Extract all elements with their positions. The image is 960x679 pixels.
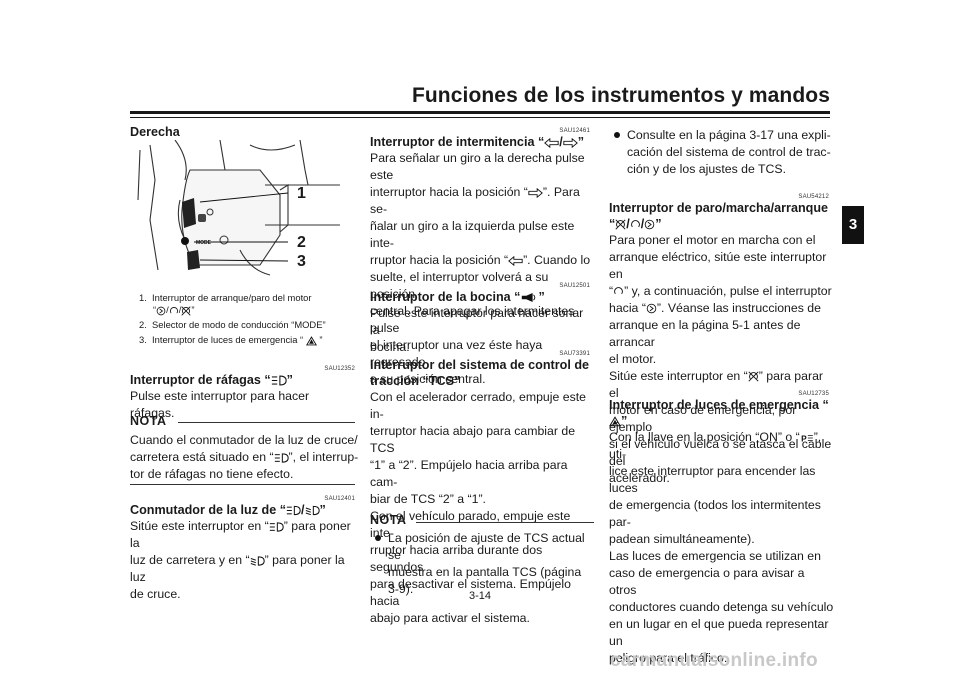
code-sau12352: SAU12352 xyxy=(324,366,355,372)
caption-2: 2. Selector de modo de conducción “MODE” xyxy=(139,319,326,330)
nota-end-rule-left xyxy=(130,484,355,485)
tcs-reference-bullet: Consulte en la página 3-17 una expli- ca… xyxy=(609,127,834,178)
low-beam-icon xyxy=(250,556,265,566)
section-heading-derecha: Derecha xyxy=(130,125,180,139)
section-flash: Interruptor de ráfagas “” Pulse este int… xyxy=(130,372,355,422)
page-header-title: Funciones de los instrumentos y mandos xyxy=(411,84,830,107)
nota-label-left: NOTA xyxy=(130,414,167,428)
code-sau73391: SAU73391 xyxy=(559,351,590,357)
code-sau12735: SAU12735 xyxy=(798,391,829,397)
turn-right-icon xyxy=(563,138,578,148)
section-tcs: Interruptor del sistema de control de tr… xyxy=(370,357,595,627)
mode-text: MODE xyxy=(196,240,212,246)
nota-middle-bullet: La posición de ajuste de TCS actual se m… xyxy=(370,530,598,598)
tcs-title-2: tracción “TCS” xyxy=(370,374,461,388)
nota-rule-middle xyxy=(416,522,594,523)
start-icon xyxy=(646,303,657,314)
code-sau12401: SAU12401 xyxy=(324,496,355,502)
callout-2: 2 xyxy=(297,234,306,251)
hazard-title: Interruptor de luces de emergencia “” xyxy=(609,398,829,428)
section-dimmer: Conmutador de la luz de “/” Sitúe este i… xyxy=(130,502,362,603)
stop-icon xyxy=(748,371,759,382)
high-beam-icon xyxy=(274,453,289,463)
nota-label-middle: NOTA xyxy=(370,513,407,527)
header-rule xyxy=(130,111,830,114)
callout-1: 1 xyxy=(297,185,306,202)
handlebar-drawing: MODE xyxy=(137,139,340,276)
header-rule-thin xyxy=(130,117,830,118)
turn-signal-title: Interruptor de intermitencia “/” xyxy=(370,135,585,149)
code-sau12461: SAU12461 xyxy=(559,128,590,134)
high-beam-icon xyxy=(269,522,284,532)
horn-title: Interruptor de la bocina “” xyxy=(370,290,545,304)
stop-icon xyxy=(181,306,191,316)
turn-left-icon xyxy=(508,256,523,266)
start-icon xyxy=(156,306,166,316)
run-icon xyxy=(169,306,179,316)
run-icon xyxy=(613,286,624,297)
caption-1-icons: “//” xyxy=(153,304,195,316)
hazard-icon xyxy=(306,336,317,346)
section-horn: Interruptor de la bocina “” Pulse este i… xyxy=(370,289,595,356)
stop-run-title-1: Interruptor de paro/marcha/arranque xyxy=(609,201,829,215)
turn-left-icon xyxy=(544,138,559,148)
chapter-tab: 3 xyxy=(842,206,864,244)
section-turn-signal: Interruptor de intermitencia “/” Para se… xyxy=(370,134,595,388)
flash-body: Pulse este interruptor para hacer ráfaga… xyxy=(130,389,310,420)
figure-captions: 1. Interruptor de arranque/paro del moto… xyxy=(139,292,369,346)
section-hazard: Interruptor de luces de emergencia “” Co… xyxy=(609,398,834,665)
horn-icon xyxy=(520,292,538,303)
nota-left-body: Cuando el conmutador de la luz de cruce/… xyxy=(130,433,359,481)
nota-middle-body: La posición de ajuste de TCS actual se m… xyxy=(370,530,598,598)
nota-rule-left xyxy=(178,422,355,423)
run-icon xyxy=(630,219,641,230)
code-sau12501: SAU12501 xyxy=(559,283,590,289)
high-beam-icon xyxy=(286,505,301,516)
code-sau54212: SAU54212 xyxy=(798,194,829,200)
watermark: carmanualsonline.info xyxy=(610,650,818,671)
parking-icon xyxy=(800,433,814,443)
dimmer-title: Conmutador de la luz de “/” xyxy=(130,503,326,517)
handlebar-switch-illustration: MODE 1 2 3 xyxy=(130,139,350,280)
low-beam-icon xyxy=(305,505,320,516)
stop-icon xyxy=(615,219,626,230)
high-beam-icon xyxy=(271,375,287,386)
hazard-icon xyxy=(609,416,621,427)
page-number: 3-14 xyxy=(468,590,492,602)
section-stop-run-start: Interruptor de paro/marcha/arranque “//”… xyxy=(609,200,834,487)
start-icon xyxy=(644,219,655,230)
flash-title: Interruptor de ráfagas “” xyxy=(130,373,293,387)
stop-run-title-2: “//” xyxy=(609,217,662,231)
turn-right-icon xyxy=(528,188,543,198)
caption-3: 3. Interruptor de luces de emergencia “ … xyxy=(139,334,323,346)
tcs-title-1: Interruptor del sistema de control de xyxy=(370,358,590,372)
callout-3: 3 xyxy=(297,253,306,270)
caption-1: 1. Interruptor de arranque/paro del moto… xyxy=(139,292,312,303)
